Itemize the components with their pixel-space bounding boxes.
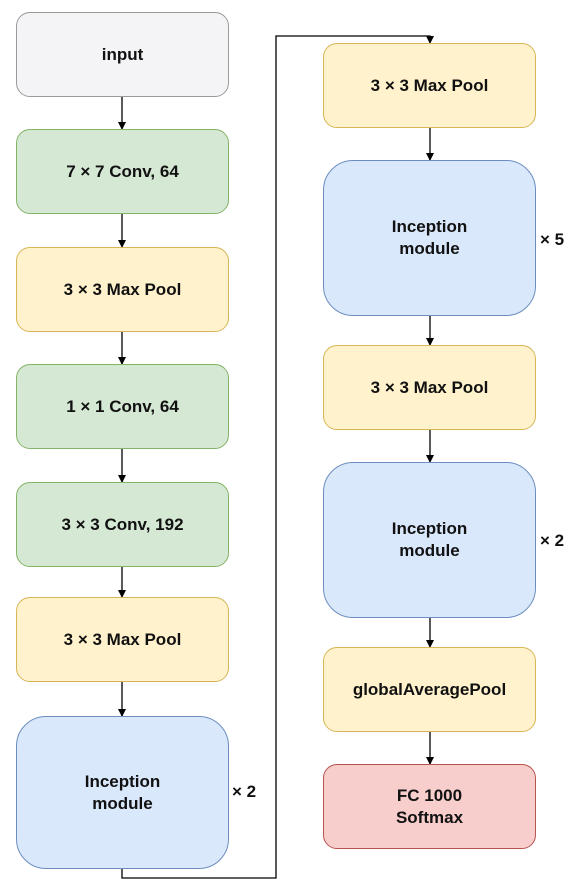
conv-3x3-node: 3 × 3 Conv, 192 [16,482,229,567]
max-pool-node-3: 3 × 3 Max Pool [323,43,536,128]
inception-module-node-3: Inception module [323,462,536,618]
max-pool-node-1: 3 × 3 Max Pool [16,247,229,332]
global-average-pool-node: globalAveragePool [323,647,536,732]
input-node: input [16,12,229,97]
conv-7x7-node: 7 × 7 Conv, 64 [16,129,229,214]
max-pool-node-4: 3 × 3 Max Pool [323,345,536,430]
inception-module-node-1: Inception module [16,716,229,869]
arrow-inception1-to-pool3 [121,35,434,879]
repeat-multiplier-2: × 5 [540,230,565,249]
conv-1x1-node: 1 × 1 Conv, 64 [16,364,229,449]
repeat-multiplier-1: × 2 [232,782,257,801]
inception-module-node-2: Inception module [323,160,536,316]
max-pool-node-2: 3 × 3 Max Pool [16,597,229,682]
fc-softmax-node: FC 1000 Softmax [323,764,536,849]
repeat-multiplier-3: × 2 [540,531,565,550]
